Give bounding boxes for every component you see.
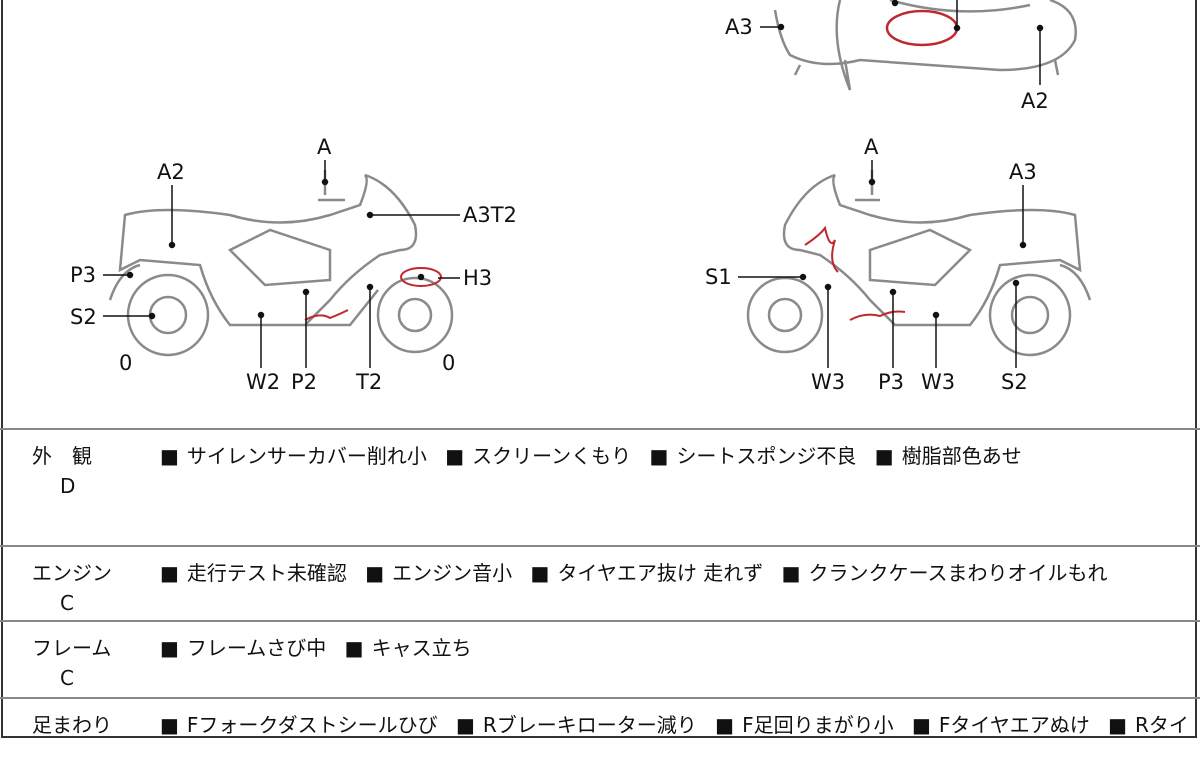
- scooter-left-view: [108, 170, 454, 357]
- row-suspension: 足まわり ■ Fフォークダストシールひび ■ Rブレーキローター減り ■ F足回りまが…: [0, 697, 1200, 757]
- item: キャス立ち: [371, 636, 472, 660]
- grade: C: [60, 591, 74, 615]
- bullet-icon: ■: [649, 444, 669, 468]
- bullet-icon: ■: [911, 713, 931, 737]
- label-left-zero-rear: 0: [119, 351, 133, 375]
- bullet-icon: ■: [874, 444, 894, 468]
- damage-mark-scratch: [304, 309, 349, 321]
- label-left-a2: A2: [157, 160, 185, 184]
- item: F足回りまがり小: [742, 713, 894, 737]
- item: Fフォークダストシールひび: [186, 713, 438, 737]
- grade: C: [60, 666, 74, 690]
- bullet-icon: ■: [1108, 713, 1128, 737]
- label-left-a: A: [317, 135, 332, 159]
- bullet-icon: ■: [530, 561, 550, 585]
- label-left-a3t2: A3T2: [463, 203, 517, 227]
- bullet-icon: ■: [160, 444, 179, 468]
- bullet-icon: ■: [160, 636, 179, 660]
- label-right-s2: S2: [1001, 370, 1028, 394]
- category-label: 足まわり: [32, 713, 112, 737]
- item: サイレンサーカバー削れ小: [186, 444, 427, 468]
- bullet-icon: ■: [715, 713, 735, 737]
- label-left-t2: T2: [356, 370, 383, 394]
- bullet-icon: ■: [445, 444, 465, 468]
- scooter-right-view: [746, 170, 1092, 357]
- label-left-w2: W2: [246, 370, 281, 394]
- category-label: エンジン: [32, 561, 112, 585]
- category-label: フレーム: [32, 636, 112, 660]
- bullet-icon: ■: [160, 713, 179, 737]
- label-left-p2: P2: [291, 370, 318, 394]
- label-right-a: A: [864, 135, 879, 159]
- row-engine: エンジン C ■ 走行テスト未確認 ■ エンジン音小 ■ タイヤエア抜け 走れず ■ ク…: [0, 545, 1200, 620]
- damage-mark-scratches: [804, 225, 906, 321]
- bullet-icon: ■: [365, 561, 385, 585]
- item: Rブレーキローター減り: [482, 713, 697, 737]
- damage-circle-seat: [885, 9, 959, 47]
- label-right-w3: W3: [921, 370, 956, 394]
- item-list: ■ サイレンサーカバー削れ小 ■ スクリーンくもり ■ シートスポンジ不良 ■ 樹脂部色…: [160, 440, 1034, 469]
- label-left-p3: P3: [70, 263, 97, 287]
- label-left-h3: H3: [463, 266, 493, 290]
- item: エンジン音小: [392, 561, 513, 585]
- item-list: ■ 走行テスト未確認 ■ エンジン音小 ■ タイヤエア抜け 走れず ■ クランクケースま…: [160, 557, 1119, 586]
- category-label: 外 観: [32, 444, 92, 468]
- grade: D: [60, 474, 76, 498]
- item: クランクケースまわりオイルもれ: [808, 561, 1108, 585]
- row-frame: フレーム C ■ フレームさび中 ■ キャス立ち: [0, 620, 1200, 697]
- damage-circle-headlight: [400, 267, 442, 287]
- label-right-a3: A3: [1009, 160, 1037, 184]
- item: 走行テスト未確認: [186, 561, 347, 585]
- label-left-zero-front: 0: [442, 351, 456, 375]
- item: タイヤエア抜け 走れず: [557, 561, 764, 585]
- item-list: ■ Fフォークダストシールひび ■ Rブレーキローター減り ■ F足回りまがり小 ■ F…: [160, 709, 1200, 738]
- item: シートスポンジ不良: [676, 444, 857, 468]
- item: Fタイヤエアぬけ: [938, 713, 1090, 737]
- bullet-icon: ■: [455, 713, 475, 737]
- label-right-w3-front: W3: [811, 370, 846, 394]
- label-right-s1: S1: [705, 265, 732, 289]
- item: 樹脂部色あせ: [901, 444, 1022, 468]
- bullet-icon: ■: [781, 561, 801, 585]
- row-exterior: 外 観 D ■ サイレンサーカバー削れ小 ■ スクリーンくもり ■ シートスポンジ不良…: [0, 428, 1200, 545]
- label-top-a3: A3: [725, 15, 753, 39]
- item: フレームさび中: [186, 636, 327, 660]
- label-top-a2: A2: [1021, 89, 1049, 113]
- item-list: ■ フレームさび中 ■ キャス立ち: [160, 632, 484, 661]
- bullet-icon: ■: [160, 561, 179, 585]
- item: スクリーンくもり: [472, 444, 632, 468]
- condition-table: 外 観 D ■ サイレンサーカバー削れ小 ■ スクリーンくもり ■ シートスポンジ不良…: [0, 428, 1200, 757]
- item: Rタイ: [1135, 713, 1189, 737]
- bullet-icon: ■: [344, 636, 364, 660]
- scooter-top-view: [773, 0, 1077, 91]
- label-right-p3: P3: [878, 370, 905, 394]
- scooter-damage-diagram: [103, 0, 1092, 368]
- label-left-s2: S2: [70, 305, 97, 329]
